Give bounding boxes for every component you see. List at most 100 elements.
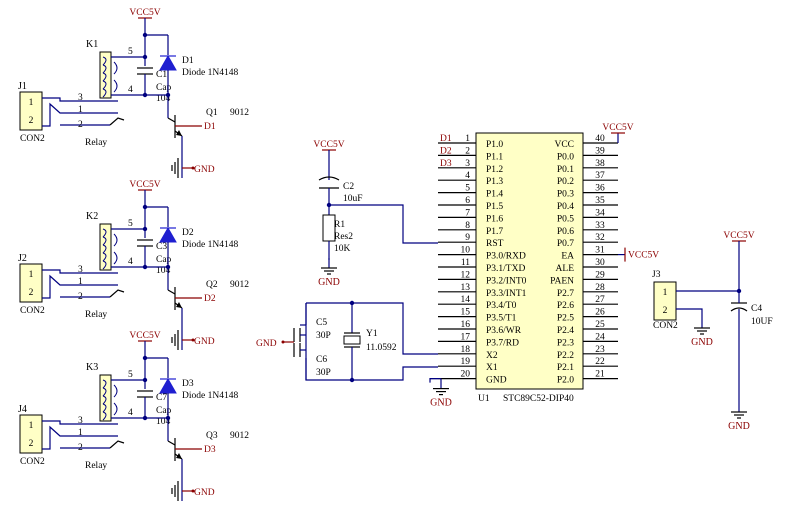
junction-dot xyxy=(349,377,355,383)
coil-curve xyxy=(113,61,118,75)
connector-body xyxy=(19,263,43,303)
relay-switch xyxy=(109,117,125,126)
relay-coil-turn xyxy=(102,88,107,98)
diode-ref: D3 xyxy=(182,379,194,389)
mcu-pin-net: D2 xyxy=(440,146,452,156)
drive-net-label: D1 xyxy=(204,122,216,132)
mcu-pin-number: 38 xyxy=(595,159,605,169)
connector-pin-1: 1 xyxy=(29,421,34,431)
relay-stages: 12J1CON2312RelayK154VCC5VC1Cap104D1Diode… xyxy=(18,8,249,501)
jack-type: CON2 xyxy=(20,134,45,144)
mcu-pin-number: 17 xyxy=(461,332,471,342)
relay-coil-turn xyxy=(102,260,107,270)
relay-pin-4: 4 xyxy=(128,408,133,418)
power-jack-ref: J3 xyxy=(652,270,661,280)
mcu-pin-name: VCC xyxy=(554,140,574,150)
vcc-port: VCC5V xyxy=(313,140,345,151)
mcu-pin-net: D1 xyxy=(440,134,452,144)
gnd-dot xyxy=(191,489,195,493)
gnd-label: GND xyxy=(194,337,215,347)
mcu-pin-name: P2.4 xyxy=(557,326,574,336)
cap-extra: 104 xyxy=(156,94,171,104)
gnd-dot xyxy=(191,166,195,170)
mcu-pin-name: P1.1 xyxy=(486,152,503,162)
c6-value: 30P xyxy=(316,368,331,378)
vcc-label: VCC5V xyxy=(602,123,633,133)
mcu-pin-number: 39 xyxy=(595,146,605,156)
jack-ref: J1 xyxy=(18,81,27,92)
mcu-pin-name: P2.2 xyxy=(557,351,574,361)
relay-pin-1: 1 xyxy=(78,277,83,287)
mcu-pin-number: 8 xyxy=(465,221,470,231)
diode-triangle xyxy=(159,377,177,394)
mcu-pin-number: 36 xyxy=(595,184,605,194)
cap-extra: 104 xyxy=(156,266,171,276)
mcu-pin-number: 13 xyxy=(461,283,471,293)
relay-coil-turn xyxy=(102,387,107,397)
mcu-pin-name: GND xyxy=(486,376,507,386)
relay-coil-turn xyxy=(102,56,107,66)
relay-pin-2: 2 xyxy=(78,120,83,130)
jack-ref: J2 xyxy=(18,253,27,264)
x1-wire xyxy=(305,303,438,381)
coil-curve xyxy=(113,233,118,247)
relay-pin-3: 3 xyxy=(78,416,83,426)
gnd-dot xyxy=(191,338,195,342)
vcc-label: VCC5V xyxy=(129,8,160,18)
c6-ref: C6 xyxy=(316,355,327,365)
y1-value: 11.0592 xyxy=(366,343,397,353)
transistor-ref: Q1 xyxy=(206,108,218,118)
ea-vcc-label: VCC5V xyxy=(628,251,659,261)
mcu-pin-number: 35 xyxy=(595,196,605,206)
jack-wire-1 xyxy=(42,420,118,425)
reset-cap-plate xyxy=(318,176,340,181)
diode-type: Diode 1N4148 xyxy=(182,391,238,401)
mcu-pin-3: 3P1.2D3 xyxy=(438,159,503,175)
diode-ref: D1 xyxy=(182,56,194,66)
mcu-pin-number: 5 xyxy=(465,184,470,194)
jack-type: CON2 xyxy=(20,306,45,316)
coil-curve xyxy=(113,251,118,265)
connector-pin-1: 1 xyxy=(29,98,34,108)
mcu-pin-net: D3 xyxy=(440,159,452,169)
relay-coil-turn xyxy=(102,411,107,421)
jack-wire-2 xyxy=(42,425,118,450)
mcu-pin-number: 10 xyxy=(461,246,471,256)
gnd-label: GND xyxy=(728,421,750,432)
relay-type: Relay xyxy=(85,461,107,471)
mcu-pin-name: P0.0 xyxy=(557,152,574,162)
mcu-pin-name: PAEN xyxy=(550,276,574,286)
cap-ref: C1 xyxy=(156,70,167,80)
mcu-pin-number: 40 xyxy=(595,134,605,144)
c5-ref: C5 xyxy=(316,318,327,328)
ground-symbol: GND xyxy=(691,318,713,348)
vcc-port: VCC5V xyxy=(129,331,161,342)
relay-pin-3: 3 xyxy=(78,93,83,103)
mcu-pin-number: 37 xyxy=(595,171,605,181)
transistor-arrow xyxy=(176,453,182,459)
power-pin-2: 2 xyxy=(663,306,668,316)
mcu-pin-name: P1.6 xyxy=(486,214,503,224)
junction-dot xyxy=(736,288,742,294)
drive-net-label: D2 xyxy=(204,294,216,304)
mcu-pin-name: P0.5 xyxy=(557,214,574,224)
junction-dot xyxy=(349,300,355,306)
mcu-pin-8: 8P1.7 xyxy=(438,221,503,237)
mcu-pin-number: 3 xyxy=(465,159,470,169)
mcu-pin-name: P3.5/T1 xyxy=(486,314,517,324)
ground-symbol: GND xyxy=(430,378,452,409)
connector-pin-2: 2 xyxy=(29,439,34,449)
relay-switch xyxy=(109,289,125,298)
mcu-body xyxy=(475,132,584,390)
mcu-pin-name: ALE xyxy=(556,264,575,274)
